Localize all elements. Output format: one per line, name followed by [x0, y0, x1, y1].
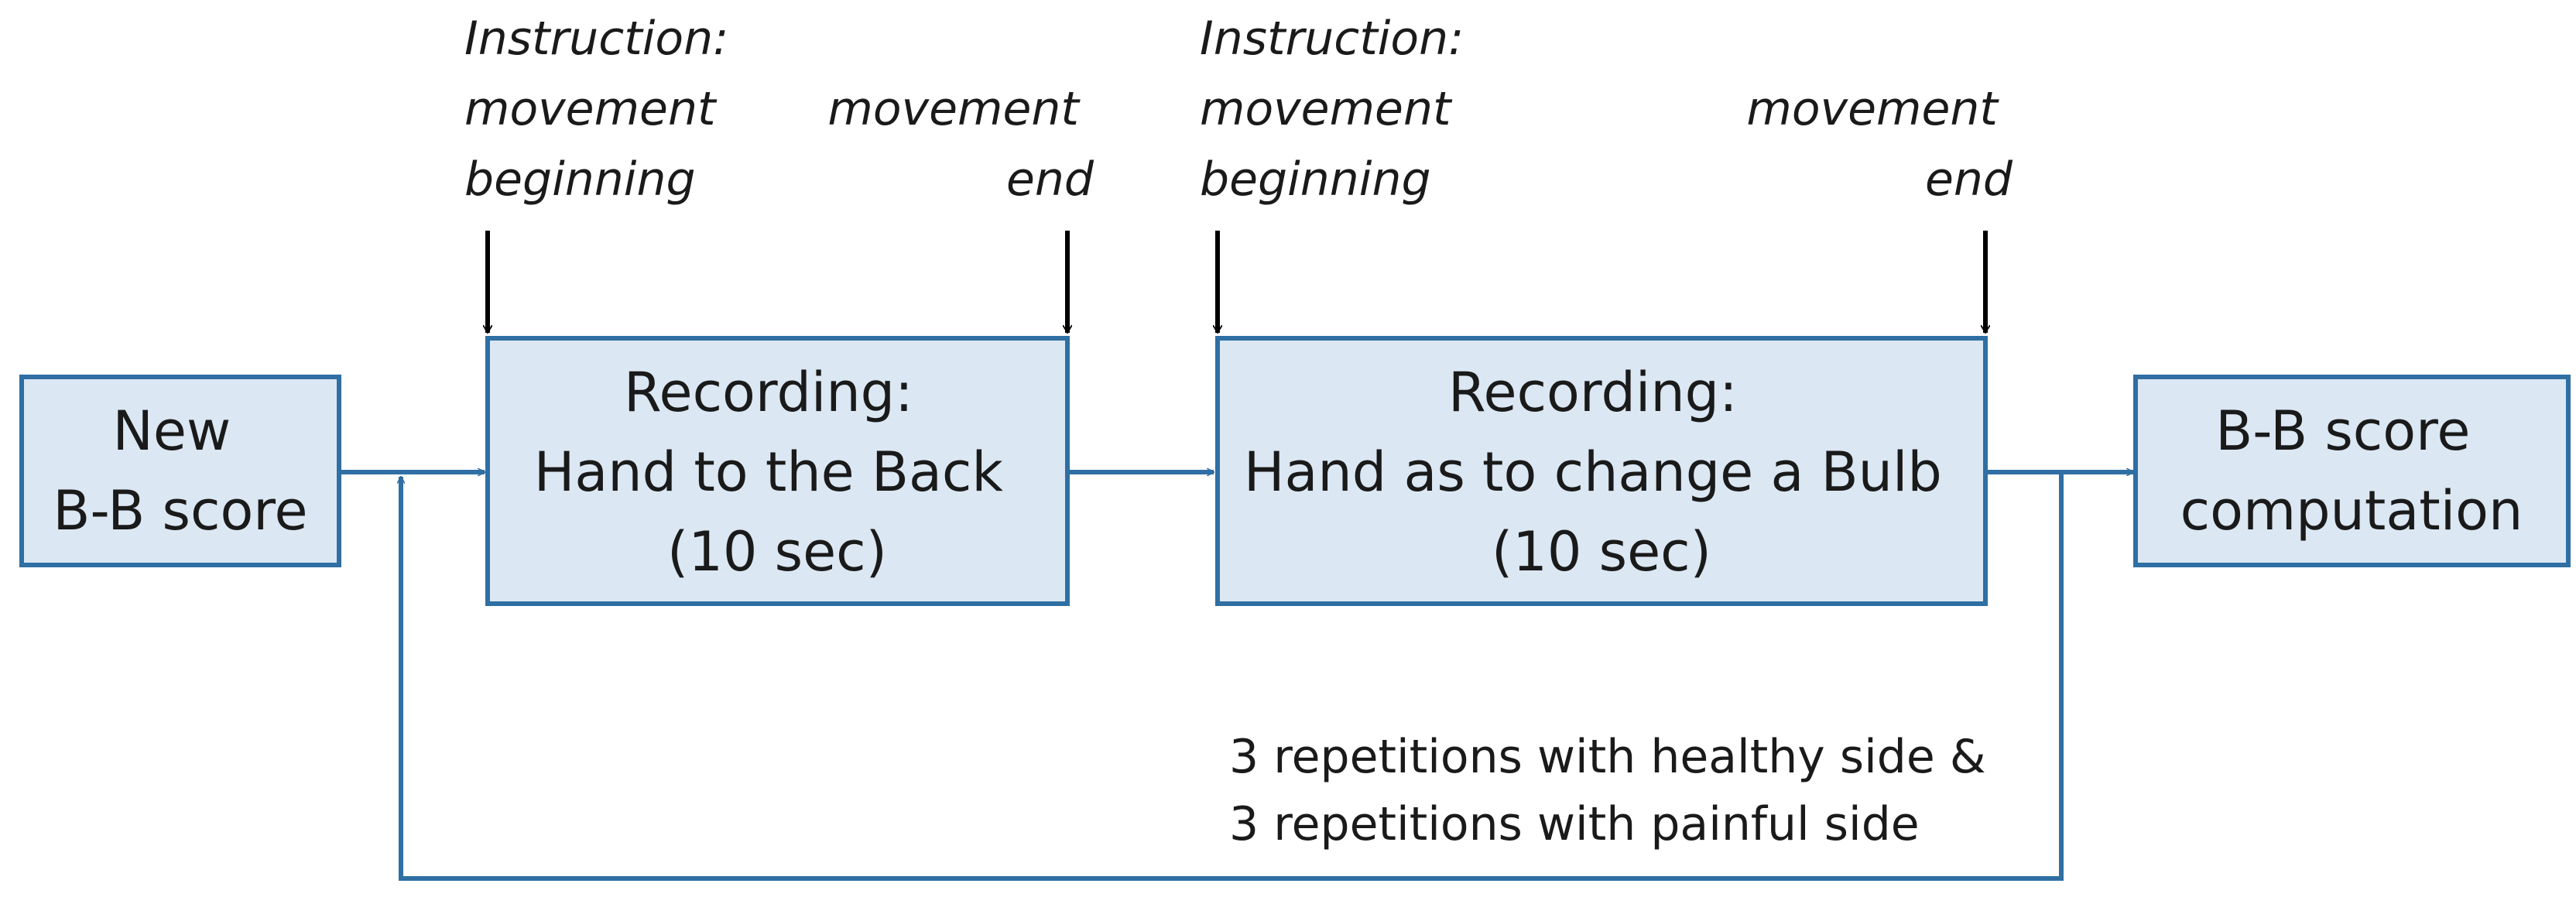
back-begin-label-line-2: movement: [464, 82, 718, 136]
bulb-box-line-3: (10 sec): [1492, 520, 1711, 584]
svg-text:New B-B score: New B-B score: [53, 399, 307, 543]
back-begin-label-line-1: Instruction:: [464, 12, 728, 66]
back-begin-label-line-3: beginning: [464, 152, 696, 207]
svg-text:Recording: Hand as to chan: Recording: Hand as to change a Bulb (10 …: [1244, 361, 1959, 584]
back-box-line-2: Hand to the Back: [534, 440, 1004, 504]
svg-text:movement end: movement end: [827, 82, 1094, 207]
start-box-line-2: B-B score: [53, 479, 307, 543]
loop-note-line-1: 3 repetitions with healthy side &: [1229, 730, 1986, 784]
svg-text:movement end: movement end: [1746, 82, 2012, 207]
svg-text:3 repetitions with healthy sid: 3 repetitions with healthy side & 3 repe…: [1229, 730, 2001, 851]
back-box-line-1: Recording:: [624, 361, 913, 424]
back-box-line-3: (10 sec): [667, 520, 887, 584]
loop-note-line-2: 3 repetitions with painful side: [1229, 797, 1920, 851]
back-end-label-line-1: movement: [827, 82, 1081, 136]
bulb-begin-label-line-2: movement: [1200, 82, 1453, 136]
computation-box-line-2: computation: [2180, 479, 2523, 543]
computation-box-line-1: B-B score: [2215, 399, 2470, 463]
svg-text:Recording: Hand to the Bac: Recording: Hand to the Back (10 sec): [534, 361, 1020, 584]
recording-change-bulb-box: [1215, 336, 1988, 606]
svg-text:Instruction: movement: Instruction: movement beginning: [1200, 12, 1478, 207]
bulb-begin-label-line-1: Instruction:: [1200, 12, 1464, 66]
repetition-loop-arrow: [401, 472, 2064, 881]
bulb-end-label-line-2: end: [1925, 152, 2013, 207]
bulb-begin-label-line-3: beginning: [1200, 152, 1431, 207]
new-bb-score-box: [19, 375, 341, 567]
bulb-end-label-line-1: movement: [1746, 82, 1999, 136]
svg-text:Instruction: movement: Instruction: movement beginning: [464, 12, 743, 207]
back-end-label-line-2: end: [1006, 152, 1094, 207]
bulb-box-line-1: Recording:: [1448, 361, 1738, 424]
start-box-line-1: New: [113, 399, 231, 463]
bulb-box-line-2: Hand as to change a Bulb: [1244, 440, 1942, 504]
bb-score-computation-box: [2133, 375, 2571, 567]
svg-text:B-B score computation: B-B score computation: [2180, 399, 2523, 543]
recording-hand-to-back-box: [485, 336, 1070, 606]
